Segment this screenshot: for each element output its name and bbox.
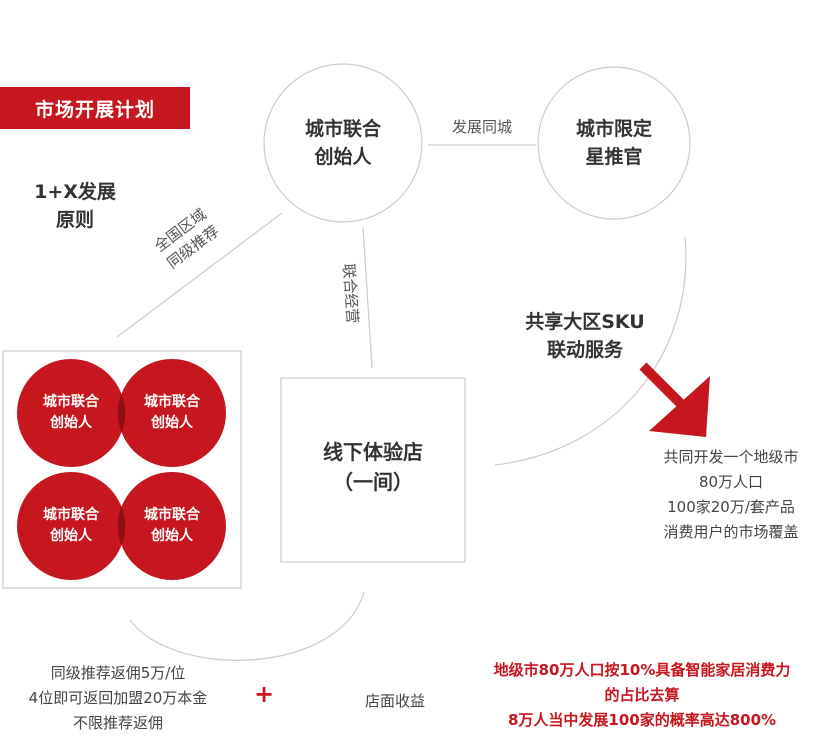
founder-grid-label-3: 城市联合 创始人: [43, 507, 99, 544]
ambassador-label: 城市限定 星推官: [575, 118, 652, 168]
principle-label: 1+X发展 原则: [34, 181, 116, 231]
overlap-lens-bottom: [117, 506, 126, 546]
arc-ambassador-store: [494, 236, 687, 466]
founder-grid-label-2: 城市联合 创始人: [144, 394, 200, 431]
founder-grid-label-1: 城市联合 创始人: [43, 394, 99, 431]
ambassador-circle: [537, 66, 691, 220]
founder-circle: [263, 63, 423, 223]
founder-red-circle-2: [118, 359, 226, 467]
edge-label-same-city: 发展同城: [451, 118, 512, 136]
red-arrow-icon: [639, 362, 710, 437]
connector-founder-store: [362, 226, 373, 369]
plus-icon: +: [253, 680, 275, 708]
coverage-text: 共同开发一个地级市 80万人口 100家20万/套产品 消费用户的市场覆盖: [663, 448, 799, 541]
sku-service-label: 共享大区SKU 联动服务: [525, 311, 645, 361]
store-label: 线下体验店 （一间）: [323, 440, 423, 494]
founder-red-circle-3: [17, 472, 125, 580]
section-title: 市场开展计划: [0, 87, 190, 129]
store-box: [280, 377, 466, 563]
founder-red-circle-1: [17, 359, 125, 467]
market-analysis-text: 地级市80万人口按10%具备智能家居消费力 的占比去算 8万人当中发展100家的…: [493, 661, 791, 729]
founder-red-circle-4: [118, 472, 226, 580]
referral-income-text: 同级推荐返佣5万/位 4位即可返回加盟20万本金 不限推荐返佣: [28, 664, 208, 732]
founder-grid-label-4: 城市联合 创始人: [144, 507, 200, 544]
overlap-lens-top: [117, 393, 126, 433]
store-income-text: 店面收益: [364, 692, 425, 710]
founder-label: 城市联合 创始人: [304, 118, 381, 168]
arc-bottom: [129, 591, 365, 661]
connector-founder-grid: [116, 212, 283, 338]
